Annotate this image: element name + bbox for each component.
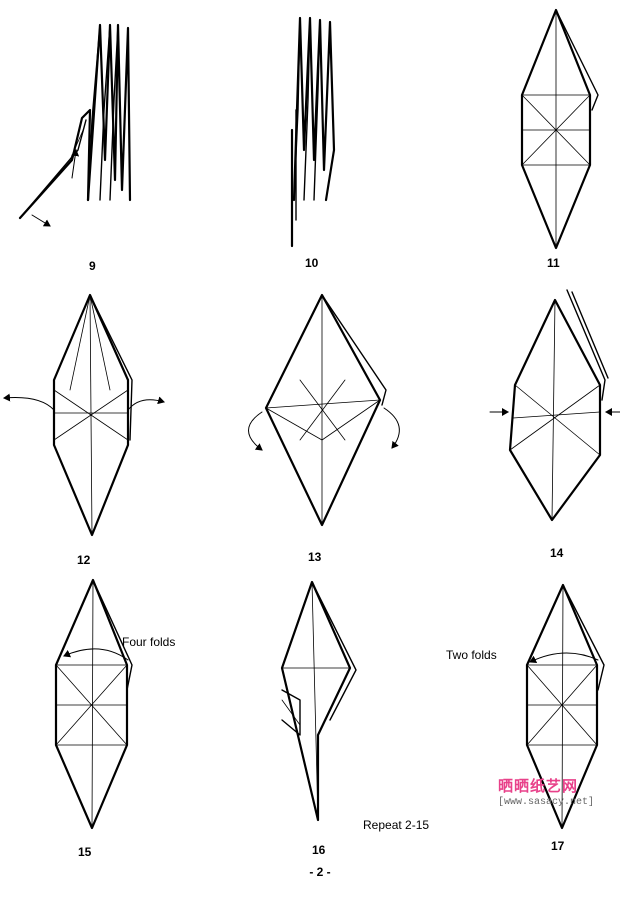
step-17-figure — [525, 583, 605, 830]
watermark-url: [www.sasacy.net] — [498, 797, 595, 808]
step-number-16: 16 — [312, 843, 326, 857]
step-number-12: 12 — [77, 553, 91, 567]
step-15-figure — [54, 578, 133, 830]
step-number-9: 9 — [89, 259, 96, 273]
step-number-15: 15 — [78, 845, 92, 859]
step-11-figure — [520, 8, 599, 250]
note-repeat: Repeat 2-15 — [363, 818, 430, 832]
step-number-17: 17 — [551, 839, 565, 853]
step-number-11: 11 — [547, 256, 560, 270]
note-four-folds: Four folds — [122, 635, 176, 649]
step-number-14: 14 — [550, 546, 564, 560]
step-13-figure — [248, 293, 400, 527]
watermark-title: 晒晒纸艺网 — [498, 778, 579, 795]
step-14-figure — [489, 289, 620, 522]
step-number-10: 10 — [305, 256, 319, 270]
step-16-figure — [280, 580, 357, 822]
step-9-figure — [18, 23, 132, 227]
step-12-figure — [3, 293, 165, 537]
note-two-folds: Two folds — [446, 648, 497, 662]
page-number: - 2 - — [309, 865, 331, 879]
step-10-figure — [290, 16, 336, 248]
step-number-13: 13 — [308, 550, 322, 564]
